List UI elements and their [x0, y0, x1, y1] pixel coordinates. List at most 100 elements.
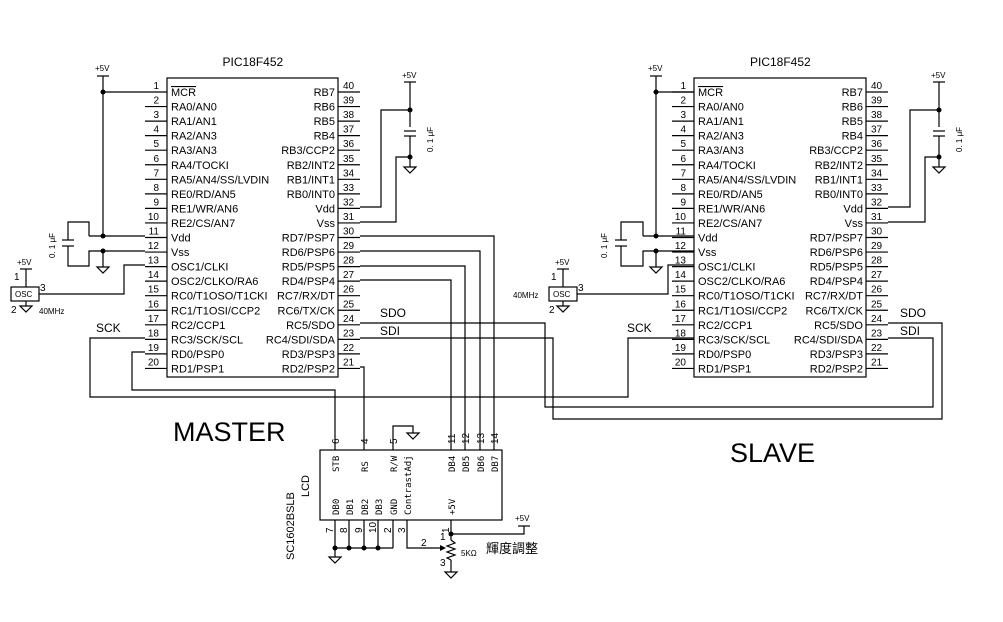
pin-name: RB1/INT1 — [287, 174, 335, 186]
pin-name: RD6/PSP6 — [810, 247, 863, 259]
lcd-pin-number: 8 — [339, 527, 350, 533]
osc-label: OSC — [15, 290, 33, 299]
pin-name: OSC2/CLKO/RA6 — [171, 276, 258, 288]
pin-number: 27 — [871, 270, 883, 281]
pin-number: 27 — [343, 270, 355, 281]
pin-name: RB0/INT0 — [287, 189, 335, 201]
pin-number: 30 — [343, 227, 355, 238]
pin-number: 1 — [153, 81, 159, 92]
pin-number: 3 — [680, 110, 686, 121]
pin-number: 37 — [871, 125, 883, 136]
pin-number: 35 — [343, 154, 355, 165]
pin-name: RD4/PSP4 — [810, 276, 863, 288]
lcd-pin-name: R/W — [390, 455, 400, 472]
pin-number: 4 — [153, 125, 159, 136]
pin-name: RA5/AN4/SS/LVDIN — [171, 174, 269, 186]
slave-label: SLAVE — [730, 438, 815, 468]
slave-osc-pin3: 3 — [578, 283, 584, 294]
pin-name: Vss — [171, 247, 190, 259]
slave-osc-pin1: 1 — [551, 272, 557, 283]
pin-number: 32 — [343, 197, 355, 208]
lcd-model: SC1602BSLB — [285, 492, 297, 560]
slave-osc-freq: 40MHz — [513, 291, 538, 300]
pin-number: 29 — [343, 241, 355, 252]
pin-number: 11 — [676, 227, 687, 238]
pin-number: 40 — [871, 81, 883, 92]
lcd-pin-number: 12 — [461, 432, 472, 444]
pin-name: RC6/TX/CK — [278, 305, 336, 317]
pin-number: 23 — [343, 328, 355, 339]
pin-name: OSC1/CLKI — [171, 262, 228, 274]
slave-osc-label: OSC — [553, 290, 571, 299]
lcd-pin-name: DB1 — [346, 499, 356, 515]
pin-number: 20 — [148, 357, 160, 368]
master-sdi-label: SDI — [380, 324, 400, 338]
pin-name: RB0/INT0 — [815, 189, 863, 201]
pin-number: 21 — [343, 357, 355, 368]
pin-number: 22 — [871, 343, 883, 354]
pin-name: RB2/INT2 — [815, 160, 863, 172]
pin-number: 13 — [675, 256, 687, 267]
pin-name: OSC1/CLKI — [698, 262, 755, 274]
pin-number: 9 — [680, 197, 686, 208]
pin-number: 10 — [148, 212, 160, 223]
slave-sdi-label: SDI — [900, 324, 920, 338]
pin-name: RB5 — [842, 116, 863, 128]
pin-number: 9 — [153, 197, 159, 208]
lcd-pin-number: 3 — [397, 527, 408, 533]
pin-number: 26 — [871, 285, 883, 296]
lcd-vcc-label: +5V — [515, 514, 530, 523]
pin-name: RC3/SCK/SCL — [171, 334, 243, 346]
chip-body — [166, 77, 339, 378]
slave-pic18f452: PIC18F4521MCR2RA0/AN03RA1/AN14RA2/AN35RA… — [672, 55, 888, 378]
pin-name: RA3/AN3 — [698, 145, 744, 157]
pin-name: RA2/AN3 — [698, 131, 744, 143]
pin-name: Vss — [698, 247, 717, 259]
pin-number: 12 — [675, 241, 687, 252]
pin-name: RC4/SDI/SDA — [266, 334, 336, 346]
lcd-pin-name: DB5 — [462, 456, 472, 472]
lcd-pin-number: 4 — [360, 438, 371, 444]
pin-number: 40 — [343, 81, 355, 92]
lcd-pin-number: 10 — [368, 521, 379, 533]
pin-name: RD4/PSP4 — [282, 276, 335, 288]
pin-name: Vdd — [171, 233, 191, 245]
pin-number: 34 — [343, 168, 355, 179]
lcd-pin-name: DB6 — [477, 456, 487, 472]
pin-number: 31 — [871, 212, 883, 223]
pin-number: 4 — [680, 125, 686, 136]
pin-name: RB5 — [314, 116, 335, 128]
pin-number: 29 — [871, 241, 883, 252]
pin-number: 14 — [675, 270, 687, 281]
lcd-pin-number: 11 — [447, 433, 458, 444]
pin-name: RC2/CCP1 — [171, 320, 225, 332]
pin-name: RC4/SDI/SDA — [794, 334, 864, 346]
pin-number: 8 — [680, 183, 686, 194]
pin-number: 17 — [148, 314, 160, 325]
pin-number: 2 — [153, 96, 159, 107]
lcd-pin-number: 9 — [354, 527, 365, 533]
lcd-pin-name: RS — [361, 461, 371, 472]
chip-part-label: PIC18F452 — [223, 55, 284, 69]
pin-name: RC2/CCP1 — [698, 320, 752, 332]
pin-name: RB4 — [842, 131, 863, 143]
pin-number: 36 — [871, 139, 883, 150]
pin-name: RA0/AN0 — [171, 102, 217, 114]
pin-number: 21 — [871, 357, 883, 368]
pin-name: Vdd — [698, 233, 718, 245]
pin-number: 35 — [871, 154, 883, 165]
pin-number: 28 — [871, 256, 883, 267]
pin-name: RC7/RX/DT — [277, 291, 335, 303]
lcd-pin-number: 7 — [325, 527, 336, 533]
pin-number: 10 — [675, 212, 687, 223]
potentiometer: 1 2 3 5KΩ 輝度調整 — [421, 532, 538, 579]
master-label: MASTER — [173, 417, 286, 447]
pin-number: 20 — [675, 357, 687, 368]
pin-name: RC5/SDO — [814, 320, 863, 332]
pin-number: 5 — [680, 139, 686, 150]
pin-number: 37 — [343, 125, 355, 136]
pin-name: OSC2/CLKO/RA6 — [698, 276, 785, 288]
master-pic18f452: PIC18F4521MCR2RA0/AN03RA1/AN14RA2/AN35RA… — [145, 55, 360, 378]
pin-name: RD5/PSP5 — [282, 262, 335, 274]
